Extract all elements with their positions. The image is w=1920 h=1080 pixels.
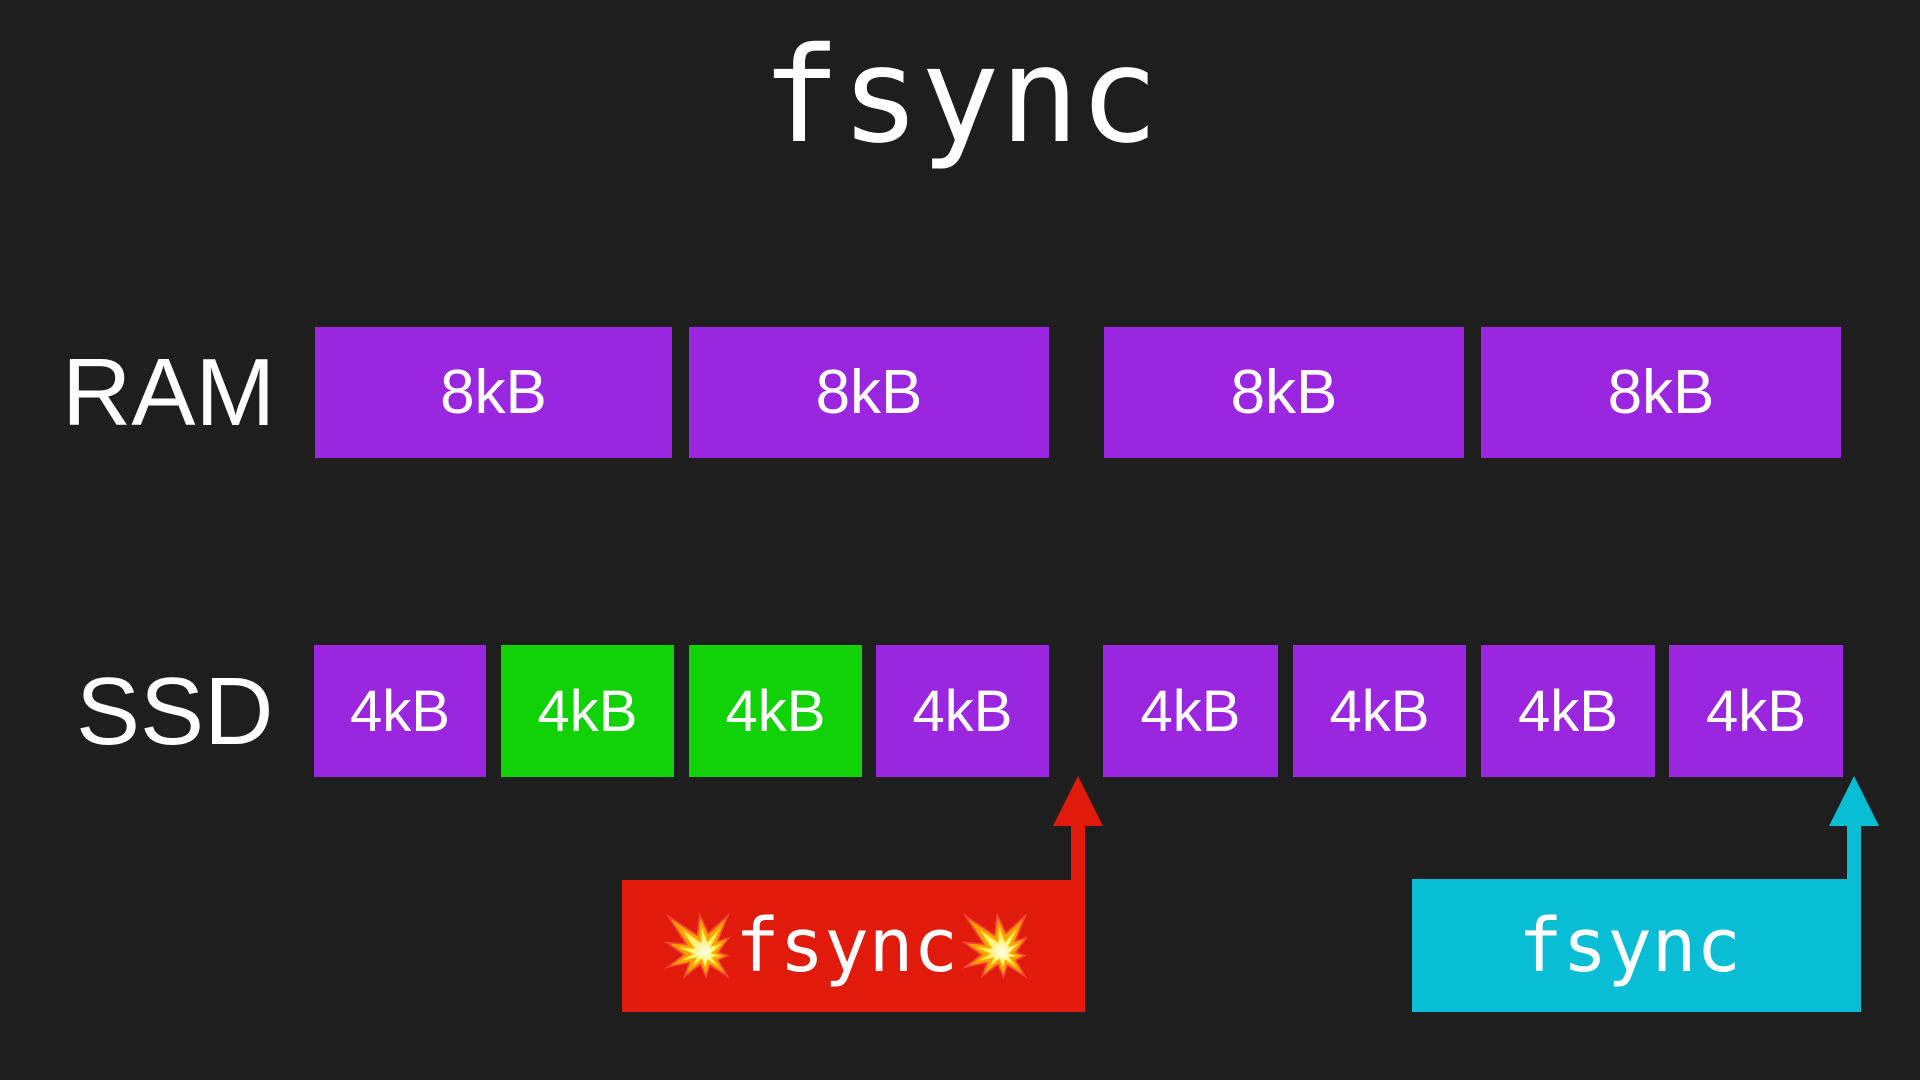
collision-icon-right: 💥 bbox=[957, 911, 1033, 981]
fsync-failed-callout[interactable]: 💥 fsync 💥 bbox=[622, 880, 1085, 1012]
ram-block-2: 8kB bbox=[689, 327, 1049, 458]
ssd-block-3: 4kB bbox=[689, 645, 862, 777]
page-title: fsync bbox=[761, 19, 1159, 173]
ram-block-1: 8kB bbox=[315, 327, 672, 458]
ssd-block-2: 4kB bbox=[501, 645, 674, 777]
ssd-block-8: 4kB bbox=[1669, 645, 1843, 777]
ssd-block-6-label: 4kB bbox=[1329, 678, 1430, 744]
ssd-block-5-label: 4kB bbox=[1140, 678, 1241, 744]
ssd-block-5: 4kB bbox=[1103, 645, 1278, 777]
collision-icon-left: 💥 bbox=[660, 911, 736, 981]
ram-block-3-label: 8kB bbox=[1230, 358, 1338, 427]
fsync-failed-arrow-icon bbox=[1053, 776, 1103, 890]
ram-block-4: 8kB bbox=[1481, 327, 1841, 458]
ram-block-3: 8kB bbox=[1104, 327, 1464, 458]
fsync-ok-arrow-icon bbox=[1829, 776, 1879, 890]
fsync-ok-label: fsync bbox=[1518, 902, 1741, 989]
row-label-ram: RAM bbox=[62, 339, 276, 446]
ram-block-4-label: 8kB bbox=[1607, 358, 1715, 427]
row-label-ssd: SSD bbox=[76, 658, 274, 765]
ram-block-1-label: 8kB bbox=[440, 358, 547, 427]
ssd-block-1: 4kB bbox=[314, 645, 486, 777]
ssd-block-7-label: 4kB bbox=[1518, 678, 1618, 744]
ssd-block-1-label: 4kB bbox=[350, 678, 450, 744]
ssd-block-2-label: 4kB bbox=[537, 678, 638, 744]
ssd-block-3-label: 4kB bbox=[725, 678, 826, 744]
ssd-block-8-label: 4kB bbox=[1706, 678, 1806, 744]
ssd-block-4-label: 4kB bbox=[912, 678, 1013, 744]
ssd-block-4: 4kB bbox=[876, 645, 1049, 777]
fsync-ok-callout[interactable]: fsync bbox=[1412, 879, 1861, 1012]
ssd-block-7: 4kB bbox=[1481, 645, 1655, 777]
ssd-block-6: 4kB bbox=[1293, 645, 1466, 777]
ram-block-2-label: 8kB bbox=[815, 358, 923, 427]
fsync-failed-label: fsync bbox=[735, 903, 958, 989]
